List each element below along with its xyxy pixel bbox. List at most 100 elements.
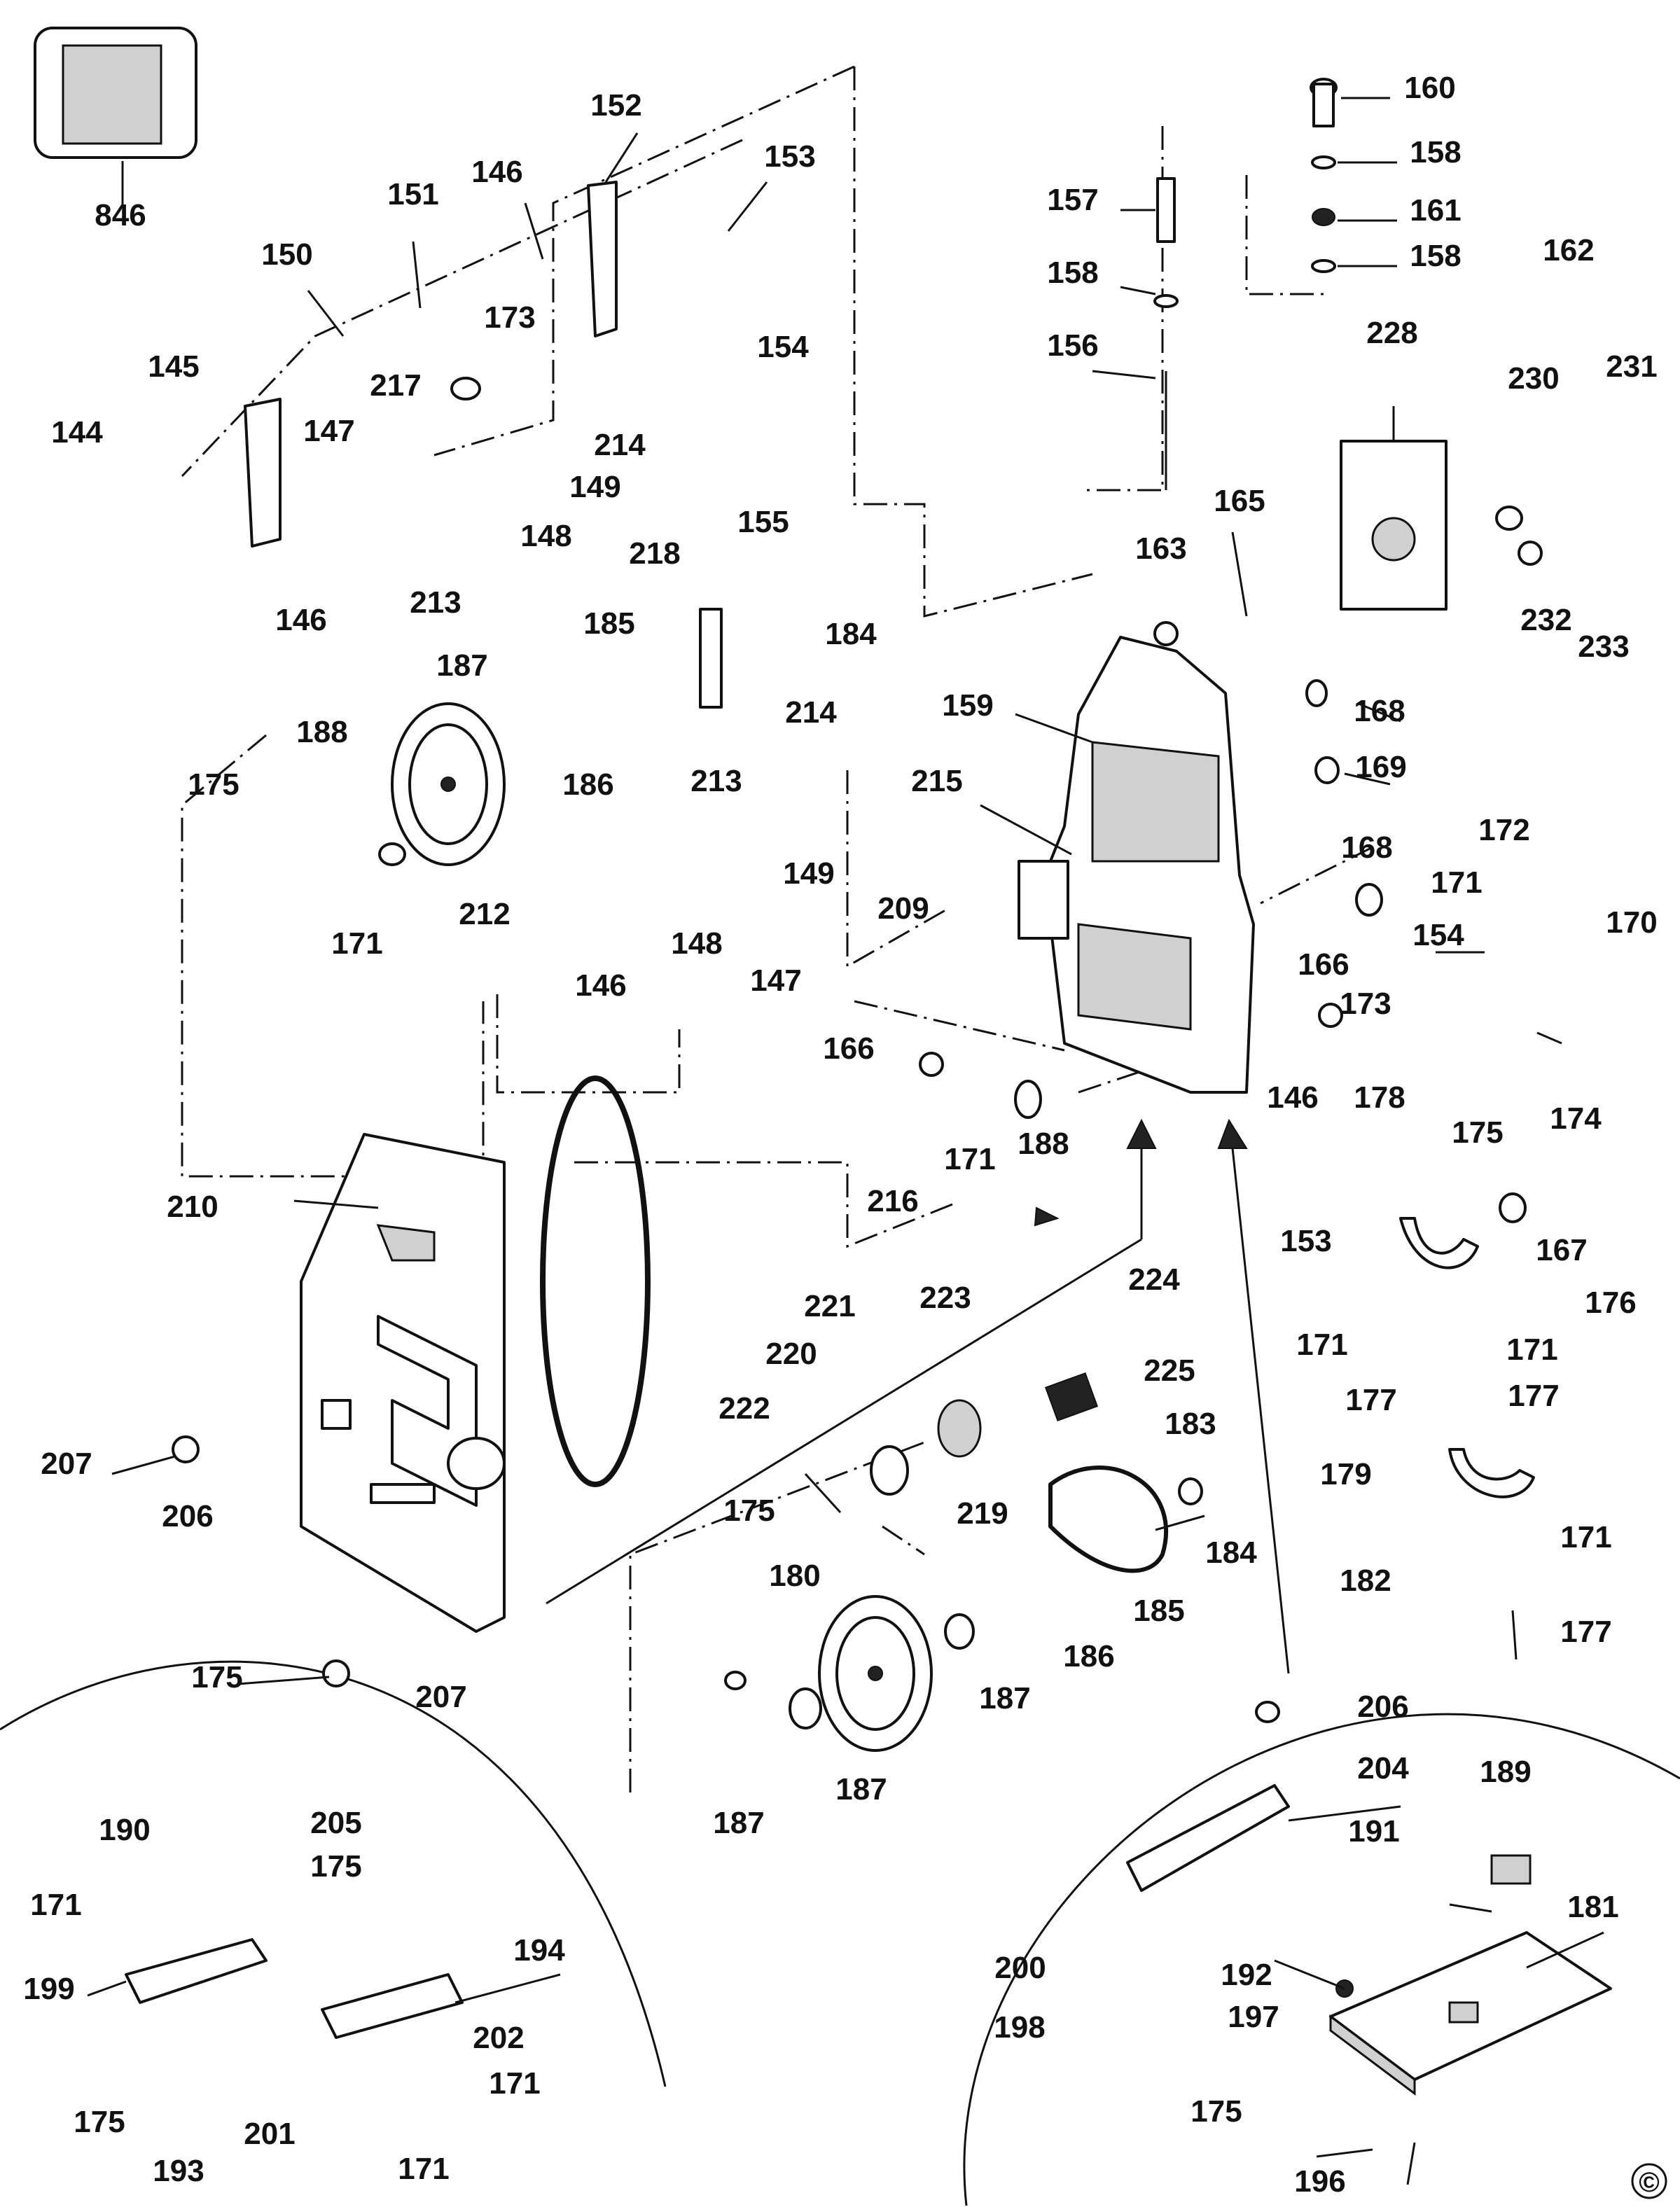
part-number-label: 175 bbox=[310, 1849, 361, 1884]
part-number-label: 225 bbox=[1144, 1353, 1195, 1388]
frame-lift-eye bbox=[1153, 621, 1179, 646]
part-number-label: 230 bbox=[1508, 361, 1559, 396]
part-number-label: 146 bbox=[471, 155, 522, 189]
part-number-label: 188 bbox=[1018, 1127, 1069, 1161]
part-number-label: 149 bbox=[783, 856, 834, 891]
trunnion-lower bbox=[1448, 1448, 1535, 1498]
part-number-label: 196 bbox=[1294, 2164, 1345, 2199]
blade-guard-post bbox=[244, 398, 282, 548]
part-number-label: 153 bbox=[1280, 1224, 1331, 1258]
part-number-label: 175 bbox=[191, 1660, 242, 1694]
part-number-label: 144 bbox=[51, 415, 103, 450]
part-number-label: 222 bbox=[718, 1391, 770, 1426]
part-number-label: 210 bbox=[167, 1190, 218, 1224]
blade-guard-bracket bbox=[699, 608, 723, 709]
part-number-label: 187 bbox=[436, 648, 487, 683]
part-number-label: 228 bbox=[1366, 316, 1417, 350]
part-number-label: 219 bbox=[957, 1496, 1008, 1531]
part-number-label: 232 bbox=[1520, 603, 1571, 637]
part-number-label: 174 bbox=[1550, 1101, 1602, 1136]
part-number-label: 218 bbox=[629, 536, 680, 571]
part-number-label: 189 bbox=[1480, 1755, 1531, 1789]
part-number-label: 171 bbox=[1296, 1328, 1347, 1362]
part-number-label: 154 bbox=[757, 330, 809, 364]
part-number-label: 207 bbox=[41, 1447, 92, 1481]
part-number-label: 217 bbox=[370, 368, 421, 403]
part-number-label: 183 bbox=[1165, 1407, 1216, 1441]
part-number-label: 184 bbox=[825, 617, 877, 651]
part-number-label: 846 bbox=[95, 198, 146, 232]
upper-wheel bbox=[391, 702, 506, 866]
part-number-label: 171 bbox=[30, 1888, 81, 1922]
part-number-label: 192 bbox=[1221, 1958, 1272, 1992]
assembly-arrows bbox=[546, 1118, 1290, 1674]
part-number-label: 216 bbox=[867, 1184, 918, 1218]
part-number-label: 166 bbox=[1298, 947, 1349, 982]
leader-lines bbox=[87, 97, 1604, 2185]
part-number-label: 147 bbox=[303, 414, 354, 448]
fasteners bbox=[172, 78, 1543, 1998]
part-number-label: 221 bbox=[804, 1289, 855, 1323]
part-number-label: 206 bbox=[1357, 1690, 1408, 1724]
pulley-220 bbox=[870, 1445, 909, 1496]
detail-arc-left bbox=[0, 1660, 667, 2087]
part-number-label: 161 bbox=[1410, 193, 1461, 228]
part-number-label: 187 bbox=[835, 1772, 887, 1806]
guide-post bbox=[587, 181, 618, 337]
part-number-label: 155 bbox=[737, 505, 789, 539]
motor-pulley bbox=[937, 1399, 982, 1458]
part-number-label: 162 bbox=[1543, 233, 1594, 267]
part-number-label: 154 bbox=[1412, 918, 1464, 952]
part-number-label: 176 bbox=[1585, 1286, 1636, 1320]
part-number-label: 175 bbox=[723, 1494, 775, 1528]
part-number-label: 199 bbox=[23, 1972, 74, 2006]
part-number-label: 213 bbox=[690, 764, 742, 798]
part-number-label: 157 bbox=[1047, 183, 1098, 217]
part-number-label: 181 bbox=[1567, 1890, 1618, 1924]
part-number-label: 158 bbox=[1410, 135, 1461, 169]
part-number-label: 158 bbox=[1047, 256, 1098, 290]
part-number-label: 202 bbox=[473, 2021, 524, 2055]
drive-belt bbox=[1048, 1465, 1169, 1573]
blade-cover bbox=[300, 1133, 506, 1633]
part-number-label: 167 bbox=[1536, 1233, 1587, 1267]
part-number-label: 187 bbox=[713, 1806, 764, 1840]
part-number-label: 185 bbox=[1133, 1594, 1184, 1628]
part-number-label: 201 bbox=[244, 2117, 295, 2151]
part-number-label: 173 bbox=[484, 300, 535, 335]
detail-arc-right bbox=[963, 1713, 1680, 2206]
part-number-label: 224 bbox=[1128, 1262, 1180, 1297]
saw-blade-band bbox=[540, 1075, 651, 1487]
part-number-label: 163 bbox=[1135, 531, 1186, 566]
part-number-label: 200 bbox=[994, 1951, 1046, 1985]
part-number-label: 171 bbox=[331, 926, 382, 961]
part-number-label: 214 bbox=[785, 695, 837, 730]
lower-wheel bbox=[818, 1595, 933, 1752]
part-number-label: 175 bbox=[1452, 1115, 1503, 1150]
part-number-label: 193 bbox=[153, 2154, 204, 2188]
table-insert bbox=[1490, 1854, 1532, 1885]
tension-spring bbox=[1044, 1372, 1099, 1422]
part-number-label: 166 bbox=[823, 1031, 874, 1066]
part-number-label: 171 bbox=[489, 2066, 540, 2101]
fence-rail bbox=[1126, 1784, 1290, 1892]
work-table bbox=[1329, 1931, 1612, 2096]
part-number-label: 171 bbox=[1506, 1332, 1557, 1367]
part-number-label: 180 bbox=[769, 1559, 820, 1593]
part-number-label: 152 bbox=[590, 88, 641, 123]
part-number-label: 186 bbox=[562, 767, 613, 802]
part-number-label: 175 bbox=[188, 767, 239, 802]
part-number-label: 177 bbox=[1345, 1383, 1396, 1417]
part-number-label: 178 bbox=[1354, 1080, 1405, 1115]
foot-204 bbox=[125, 1938, 268, 2004]
part-number-label: 212 bbox=[459, 897, 510, 931]
copyright-symbol: © bbox=[1639, 2167, 1659, 2198]
switch-box bbox=[1018, 860, 1069, 940]
part-number-label: 233 bbox=[1578, 629, 1629, 664]
part-number-label: 188 bbox=[296, 715, 347, 749]
part-number-label: 182 bbox=[1340, 1564, 1391, 1598]
part-number-label: 160 bbox=[1404, 71, 1455, 105]
part-number-label: 207 bbox=[415, 1680, 466, 1714]
part-number-label: 175 bbox=[74, 2105, 125, 2139]
